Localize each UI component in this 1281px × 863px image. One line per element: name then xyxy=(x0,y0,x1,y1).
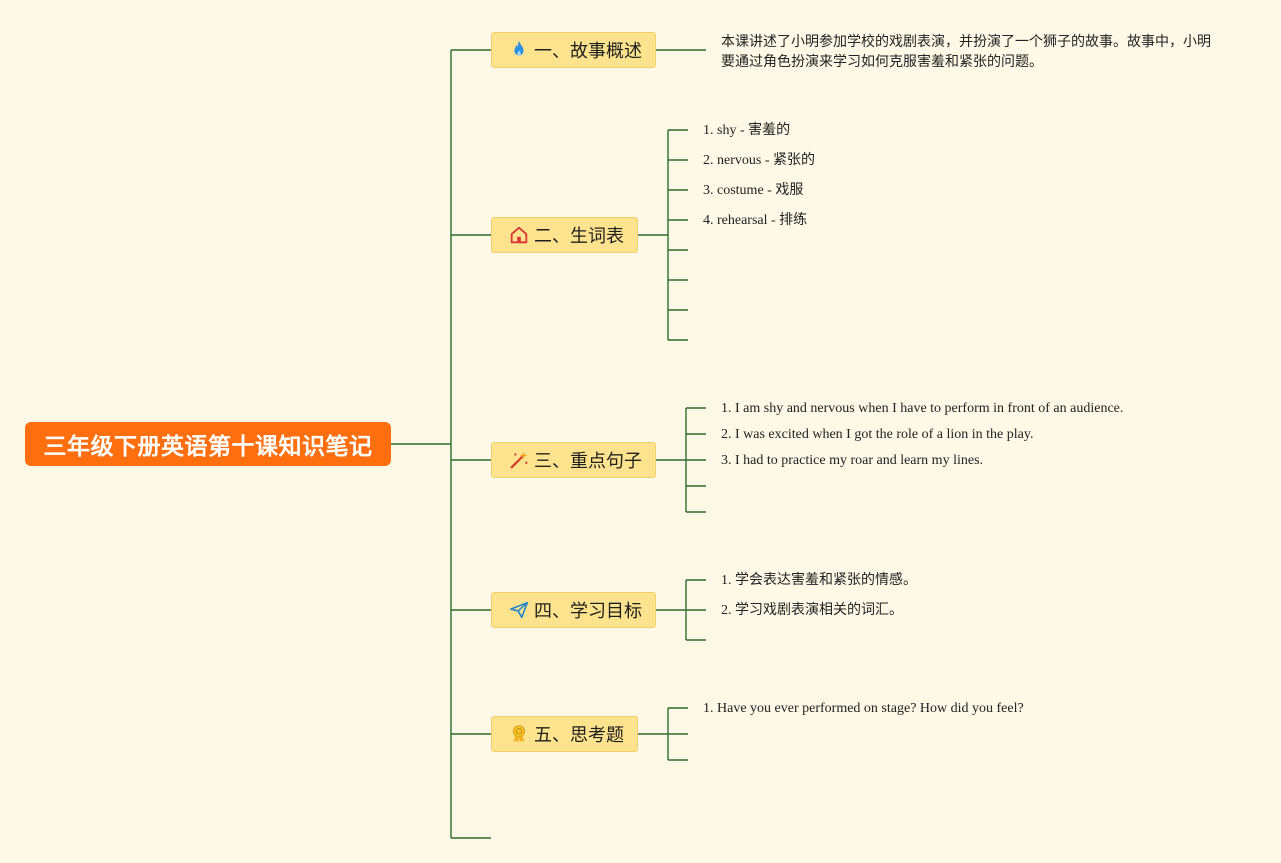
story-summary-text[interactable]: 本课讲述了小明参加学校的戏剧表演，并扮演了一个狮子的故事。故事中，小明要通过角色… xyxy=(721,34,1211,70)
root-topic[interactable]: 三年级下册英语第十课知识笔记 xyxy=(25,422,391,466)
sentence-item[interactable]: 2. I was excited when I got the role of … xyxy=(721,427,1034,442)
medal-icon xyxy=(508,723,530,745)
branch-label: 一、故事概述 xyxy=(534,41,642,62)
branch-label: 四、学习目标 xyxy=(534,601,642,622)
sentence-item[interactable]: 3. I had to practice my roar and learn m… xyxy=(721,453,984,468)
vocabulary-item[interactable]: 4. rehearsal - 排练 xyxy=(703,213,808,228)
branch-vocabulary[interactable]: 二、生词表 xyxy=(491,217,638,253)
vocabulary-item[interactable]: 2. nervous - 紧张的 xyxy=(703,153,815,168)
branch-label: 五、思考题 xyxy=(534,725,624,746)
branch-key-sentences[interactable]: 三、重点句子 xyxy=(491,442,656,478)
branch-story-overview[interactable]: 一、故事概述 xyxy=(491,32,656,68)
fire-icon xyxy=(508,39,530,61)
house-icon xyxy=(508,224,530,246)
vocabulary-item[interactable]: 3. costume - 戏服 xyxy=(703,183,804,198)
branch-learning-goals[interactable]: 四、学习目标 xyxy=(491,592,656,628)
goal-item[interactable]: 1. 学会表达害羞和紧张的情感。 xyxy=(721,573,917,588)
branch-label: 二、生词表 xyxy=(534,226,624,247)
paper-plane-icon xyxy=(508,599,530,621)
branch-thinking-questions[interactable]: 五、思考题 xyxy=(491,716,638,752)
vocabulary-item[interactable]: 1. shy - 害羞的 xyxy=(703,123,791,138)
goal-item[interactable]: 2. 学习戏剧表演相关的词汇。 xyxy=(721,603,903,618)
question-item[interactable]: 1. Have you ever performed on stage? How… xyxy=(703,701,1024,716)
branch-label: 三、重点句子 xyxy=(534,451,642,472)
sentence-item[interactable]: 1. I am shy and nervous when I have to p… xyxy=(721,401,1124,416)
magic-wand-icon xyxy=(508,449,530,471)
